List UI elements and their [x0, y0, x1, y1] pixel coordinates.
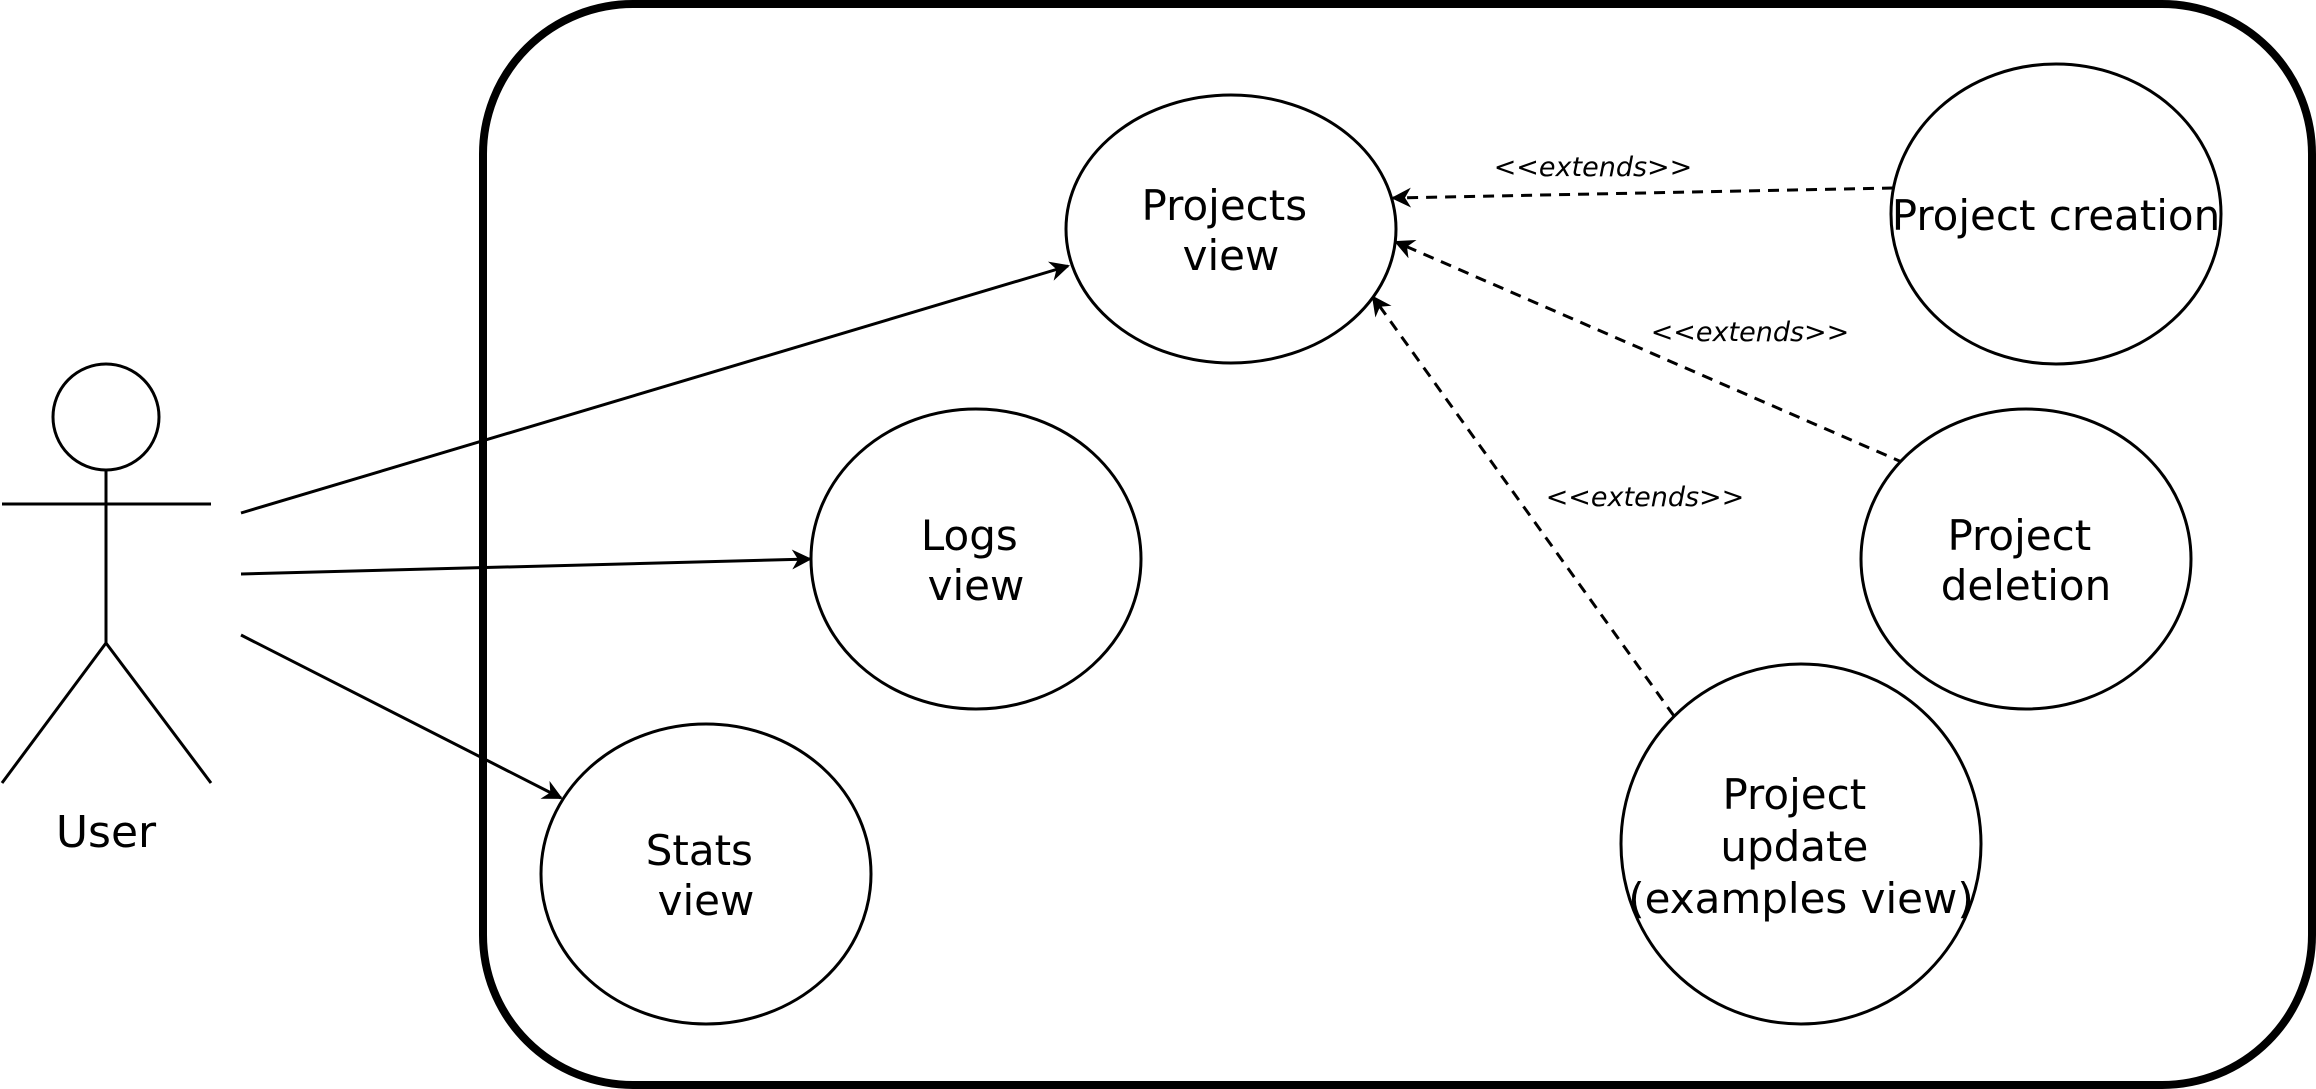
- use-case-label: Project creation: [1892, 191, 2221, 240]
- extends-label-creation: <<extends>>: [1494, 152, 1693, 183]
- extend-project-creation: [1391, 186, 1894, 208]
- use-case-label: Stats view: [646, 826, 767, 925]
- use-case-ellipse: [1889, 62, 2223, 366]
- extend-project-update: [1371, 295, 1676, 717]
- actor-left-leg: [0, 642, 108, 784]
- system-boundary: [479, 0, 2316, 1089]
- use-case-project-deletion: Project deletion: [1859, 407, 2193, 711]
- association-user-projects-view: [240, 261, 1070, 515]
- use-case-label: Logs view: [921, 511, 1031, 610]
- use-case-label: Project update (examples view): [1628, 770, 1974, 923]
- use-case-label: Project deletion: [1941, 511, 2111, 610]
- use-case-label: Projects view: [1142, 181, 1321, 280]
- use-case-ellipse: [1859, 407, 2193, 711]
- use-case-ellipse: [809, 407, 1143, 711]
- extends-label-update: <<extends>>: [1546, 482, 1745, 513]
- actor-user: User: [0, 362, 213, 858]
- extends-label-deletion: <<extends>>: [1651, 317, 1850, 348]
- use-case-project-creation: Project creation: [1889, 62, 2223, 366]
- use-case-projects-view: Projects view: [1064, 93, 1398, 365]
- use-case-ellipse: [1619, 662, 1983, 1026]
- association-user-logs-view: [240, 549, 812, 576]
- use-case-ellipse: [1064, 93, 1398, 365]
- actor-head: [51, 362, 161, 472]
- actor-right-leg: [104, 642, 213, 784]
- extend-project-deletion: [1394, 240, 1905, 465]
- use-case-stats-view: Stats view: [539, 722, 873, 1026]
- use-case-logs-view: Logs view: [809, 407, 1143, 711]
- association-user-stats-view: [240, 633, 563, 800]
- use-case-project-update: Project update (examples view): [1619, 662, 1983, 1026]
- use-case-ellipse: [539, 722, 873, 1026]
- actor-label: User: [56, 807, 157, 858]
